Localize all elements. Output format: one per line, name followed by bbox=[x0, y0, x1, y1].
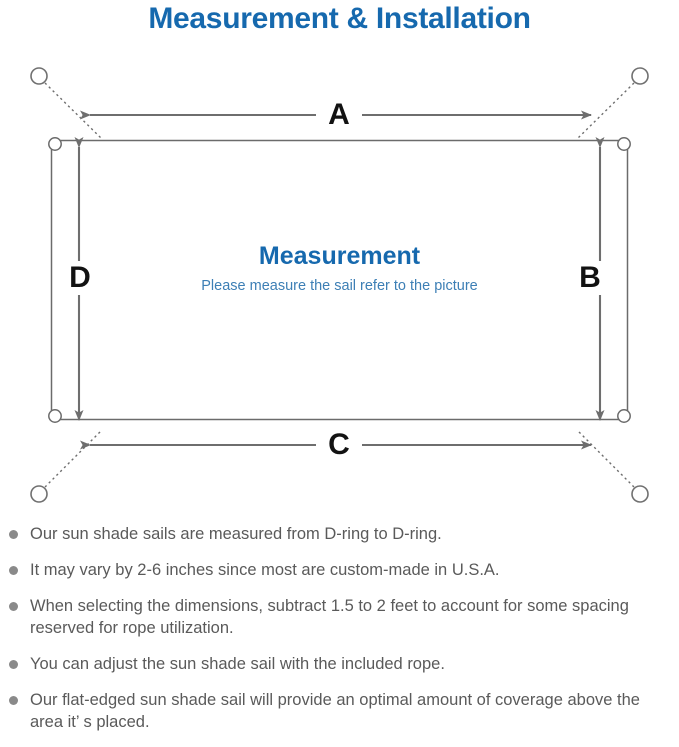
bullet-icon bbox=[9, 696, 18, 705]
rope-top-right bbox=[577, 82, 635, 139]
dimension-label-d: D bbox=[62, 261, 98, 295]
d-ring-top-right-icon bbox=[617, 137, 631, 151]
dimension-label-b: B bbox=[572, 261, 608, 295]
anchor-bottom-left-icon bbox=[30, 485, 48, 503]
list-item: When selecting the dimensions, subtract … bbox=[0, 595, 679, 639]
list-item-text: It may vary by 2-6 inches since most are… bbox=[30, 561, 500, 579]
d-ring-bottom-right-icon bbox=[617, 409, 631, 423]
notes-list: Our sun shade sails are measured from D-… bbox=[0, 523, 679, 747]
bullet-icon bbox=[9, 566, 18, 575]
list-item: Our sun shade sails are measured from D-… bbox=[0, 523, 679, 545]
d-ring-bottom-left-icon bbox=[48, 409, 62, 423]
list-item: Our flat-edged sun shade sail will provi… bbox=[0, 689, 679, 733]
dimension-label-c: C bbox=[316, 428, 362, 462]
list-item-text: Our sun shade sails are measured from D-… bbox=[30, 525, 442, 543]
list-item-text: You can adjust the sun shade sail with t… bbox=[30, 655, 445, 673]
rope-lines bbox=[44, 82, 635, 488]
anchor-top-right-icon bbox=[631, 67, 649, 85]
sail-measurement-diagram: Measurement Please measure the sail refe… bbox=[0, 52, 679, 517]
bullet-icon bbox=[9, 660, 18, 669]
dimension-label-a: A bbox=[316, 98, 362, 132]
rope-bottom-right bbox=[577, 430, 635, 488]
rope-bottom-left bbox=[44, 430, 102, 488]
bullet-icon bbox=[9, 530, 18, 539]
anchor-top-left-icon bbox=[30, 67, 48, 85]
d-ring-top-left-icon bbox=[48, 137, 62, 151]
list-item-text: Our flat-edged sun shade sail will provi… bbox=[30, 691, 640, 731]
anchor-bottom-right-icon bbox=[631, 485, 649, 503]
list-item: It may vary by 2-6 inches since most are… bbox=[0, 559, 679, 581]
sail-body bbox=[50, 139, 629, 421]
list-item: You can adjust the sun shade sail with t… bbox=[0, 653, 679, 675]
list-item-text: When selecting the dimensions, subtract … bbox=[30, 597, 629, 637]
d-rings bbox=[48, 137, 631, 423]
diagram-svg bbox=[30, 67, 649, 503]
page-title: Measurement & Installation bbox=[148, 2, 531, 35]
anchor-rings bbox=[30, 67, 649, 503]
rope-top-left bbox=[44, 82, 102, 139]
bullet-icon bbox=[9, 602, 18, 611]
